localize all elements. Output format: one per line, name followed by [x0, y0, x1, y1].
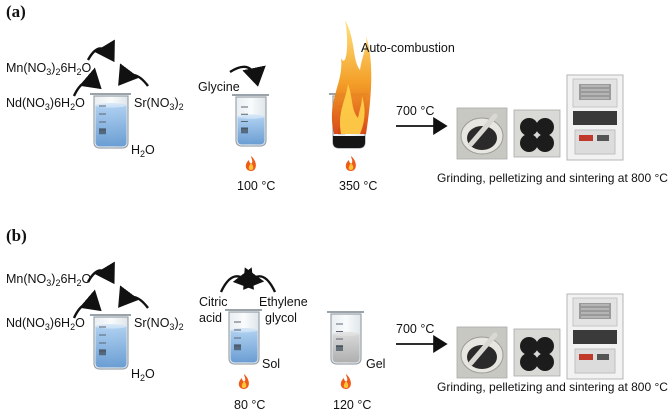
pellet	[536, 353, 554, 371]
pellets-photo	[513, 328, 561, 377]
pellet	[520, 353, 538, 371]
temp-80-label: 80 °C	[234, 398, 266, 412]
liquid-surface	[230, 328, 258, 333]
beaker-icon-b2	[225, 309, 262, 365]
beaker-liquid	[332, 334, 360, 363]
beaker-label	[99, 128, 106, 135]
curved-arrow-icon-b-nd	[72, 289, 102, 319]
flame-inner	[348, 163, 354, 170]
pestle	[468, 332, 498, 366]
reagent-sr-nitrate-b: Sr(NO3)2	[134, 316, 184, 332]
pestle	[468, 113, 498, 147]
beaker-liquid	[237, 116, 265, 145]
gel-label: Gel	[366, 357, 386, 371]
furnace-chamber	[573, 111, 617, 125]
processing-photos-a	[456, 74, 624, 161]
reagent-mn-nitrate-b: Mn(NO3)26H2O	[6, 272, 92, 288]
switch	[597, 354, 609, 360]
glycine-label: Glycine	[198, 80, 240, 94]
pellets-photo	[513, 109, 561, 158]
pellet	[520, 134, 538, 152]
beaker-label	[234, 344, 241, 351]
beaker-label	[336, 345, 343, 351]
furnace-vent	[579, 84, 611, 100]
reagent-mn-nitrate-a: Mn(NO3)26H2O	[6, 61, 92, 77]
display	[579, 135, 593, 141]
ground-powder	[467, 126, 497, 150]
flame-inner	[248, 163, 254, 170]
combustion-flame-core	[339, 84, 365, 134]
furnace-vent	[579, 303, 611, 319]
pellet	[536, 337, 554, 355]
curved-arrow-icon-a-sr	[118, 63, 149, 87]
ethylene-glycol-label-line2: glycol	[265, 311, 297, 325]
flame-icon-b1	[238, 374, 249, 389]
panel-a-label: (a)	[6, 2, 26, 21]
reagent-nd-nitrate-a: Nd(NO3)6H2O	[6, 96, 85, 112]
temp-350-label: 350 °C	[339, 179, 378, 193]
control-panel	[574, 129, 616, 155]
curved-arrow-icon-b-glycol	[243, 267, 277, 293]
beaker-label	[241, 127, 248, 134]
calcination-temp-b: 700 °C	[396, 322, 435, 336]
beaker-label	[99, 349, 106, 356]
ground-powder	[467, 345, 497, 369]
temp-120-label: 120 °C	[333, 398, 372, 412]
temp-100-label: 100 °C	[237, 179, 276, 193]
flame-icon-a1	[245, 156, 256, 171]
switch	[597, 135, 609, 141]
beaker-icon-a1	[90, 93, 131, 149]
calcination-temp-a: 700 °C	[396, 104, 435, 118]
flame-icon-a2	[345, 156, 356, 171]
beaker-liquid	[95, 326, 127, 368]
liquid-surface	[95, 103, 127, 108]
flame-icon-b2	[340, 374, 351, 389]
combustion-ash	[333, 136, 365, 148]
panel-b-label: (b)	[6, 226, 27, 245]
beaker-icon-a2	[232, 94, 269, 147]
liquid-surface	[237, 114, 265, 119]
display	[579, 354, 593, 360]
pellet	[536, 134, 554, 152]
curved-arrow-icon-b-sr	[118, 285, 149, 309]
control-panel	[574, 348, 616, 374]
citric-acid-label-line2: acid	[199, 311, 222, 325]
furnace-chamber	[573, 330, 617, 344]
curved-arrow-icon-a-mn	[86, 39, 115, 63]
processing-photos-b	[456, 293, 624, 380]
citric-acid-label-line1: Citric	[199, 295, 228, 309]
final-step-label-a: Grinding, pelletizing and sintering at 8…	[437, 171, 668, 185]
water-label-b: H2O	[131, 367, 155, 383]
flame-inner	[241, 381, 247, 388]
curved-arrow-icon-b-mn	[86, 261, 115, 285]
flame-inner	[343, 381, 349, 388]
sol-label: Sol	[262, 357, 281, 371]
water-label-a: H2O	[131, 143, 155, 159]
ethylene-glycol-label-line1: Ethylene	[259, 295, 308, 309]
beaker-icon-b1	[90, 314, 131, 370]
final-step-label-b: Grinding, pelletizing and sintering at 8…	[437, 380, 668, 394]
pellet	[536, 118, 554, 136]
auto-combustion-label: Auto-combustion	[361, 41, 455, 55]
beaker-icon-b3	[327, 311, 364, 365]
liquid-surface	[332, 331, 360, 337]
pellet	[520, 337, 538, 355]
pellet	[520, 118, 538, 136]
reagent-nd-nitrate-b: Nd(NO3)6H2O	[6, 316, 85, 332]
liquid-surface	[95, 324, 127, 329]
beaker-liquid	[95, 105, 127, 147]
curved-arrow-icon-a-nd	[72, 67, 102, 97]
reagent-sr-nitrate-a: Sr(NO3)2	[134, 96, 184, 112]
curved-arrow-icon-a-glycine	[229, 65, 266, 87]
